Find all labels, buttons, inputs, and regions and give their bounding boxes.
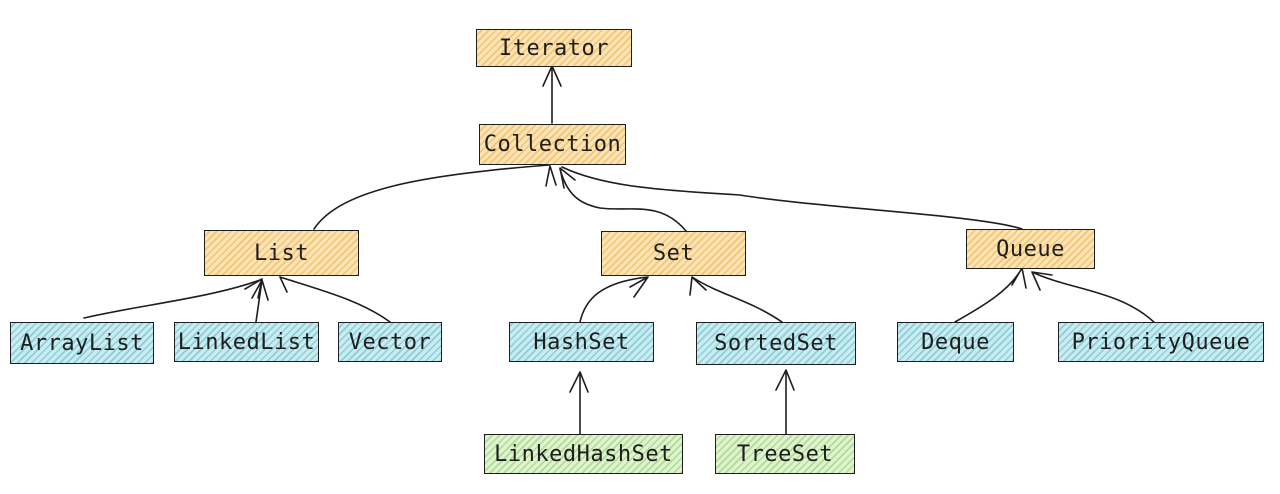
node-vector: Vector [338, 322, 442, 362]
edge-hashset-set [579, 276, 649, 323]
edge-sortedset-set [689, 276, 783, 323]
node-sortedset-label: SortedSet [714, 331, 838, 356]
edge-queue-collection [561, 166, 1023, 230]
edge-priorityqueue-queue [1031, 271, 1156, 324]
node-iterator-label: Iterator [499, 35, 609, 61]
node-sortedset: SortedSet [696, 322, 856, 365]
node-set-label: Set [652, 241, 695, 266]
node-list: List [204, 230, 359, 276]
node-collection: Collection [479, 124, 626, 165]
edge-set-collection [559, 168, 687, 232]
node-hashset: HashSet [509, 322, 654, 362]
node-linkedlist: LinkedList [174, 322, 319, 362]
edge-treeset-sortedset [775, 369, 795, 435]
node-priorityqueue: PriorityQueue [1058, 322, 1264, 362]
edge-list-collection [313, 164, 550, 230]
edge-linkedhashset-hashset [569, 371, 589, 435]
node-arraylist-label: ArrayList [20, 330, 144, 356]
node-priorityqueue-label: PriorityQueue [1071, 329, 1251, 355]
node-set: Set [601, 231, 746, 276]
node-vector-label: Vector [348, 329, 432, 355]
arrowhead-list [244, 278, 263, 299]
edge-collection-iterator [542, 65, 562, 124]
edge-deque-queue [954, 267, 1027, 323]
node-arraylist: ArrayList [10, 322, 154, 364]
node-linkedhashset-label: LinkedHashSet [494, 441, 673, 467]
node-hashset-label: HashSet [533, 329, 630, 355]
node-iterator: Iterator [476, 29, 632, 67]
arrowhead-collection [545, 165, 576, 189]
node-queue: Queue [966, 229, 1095, 269]
node-treeset-label: TreeSet [736, 441, 834, 467]
node-treeset: TreeSet [715, 434, 855, 474]
node-deque: Deque [897, 322, 1014, 362]
node-deque-label: Deque [921, 329, 990, 355]
edge-vector-list [279, 276, 391, 323]
node-collection-label: Collection [483, 132, 622, 157]
edge-arraylist-list [83, 279, 261, 319]
node-linkedlist-label: LinkedList [177, 329, 316, 355]
node-linkedhashset: LinkedHashSet [484, 434, 683, 474]
node-list-label: List [254, 240, 309, 266]
node-queue-label: Queue [996, 236, 1065, 262]
